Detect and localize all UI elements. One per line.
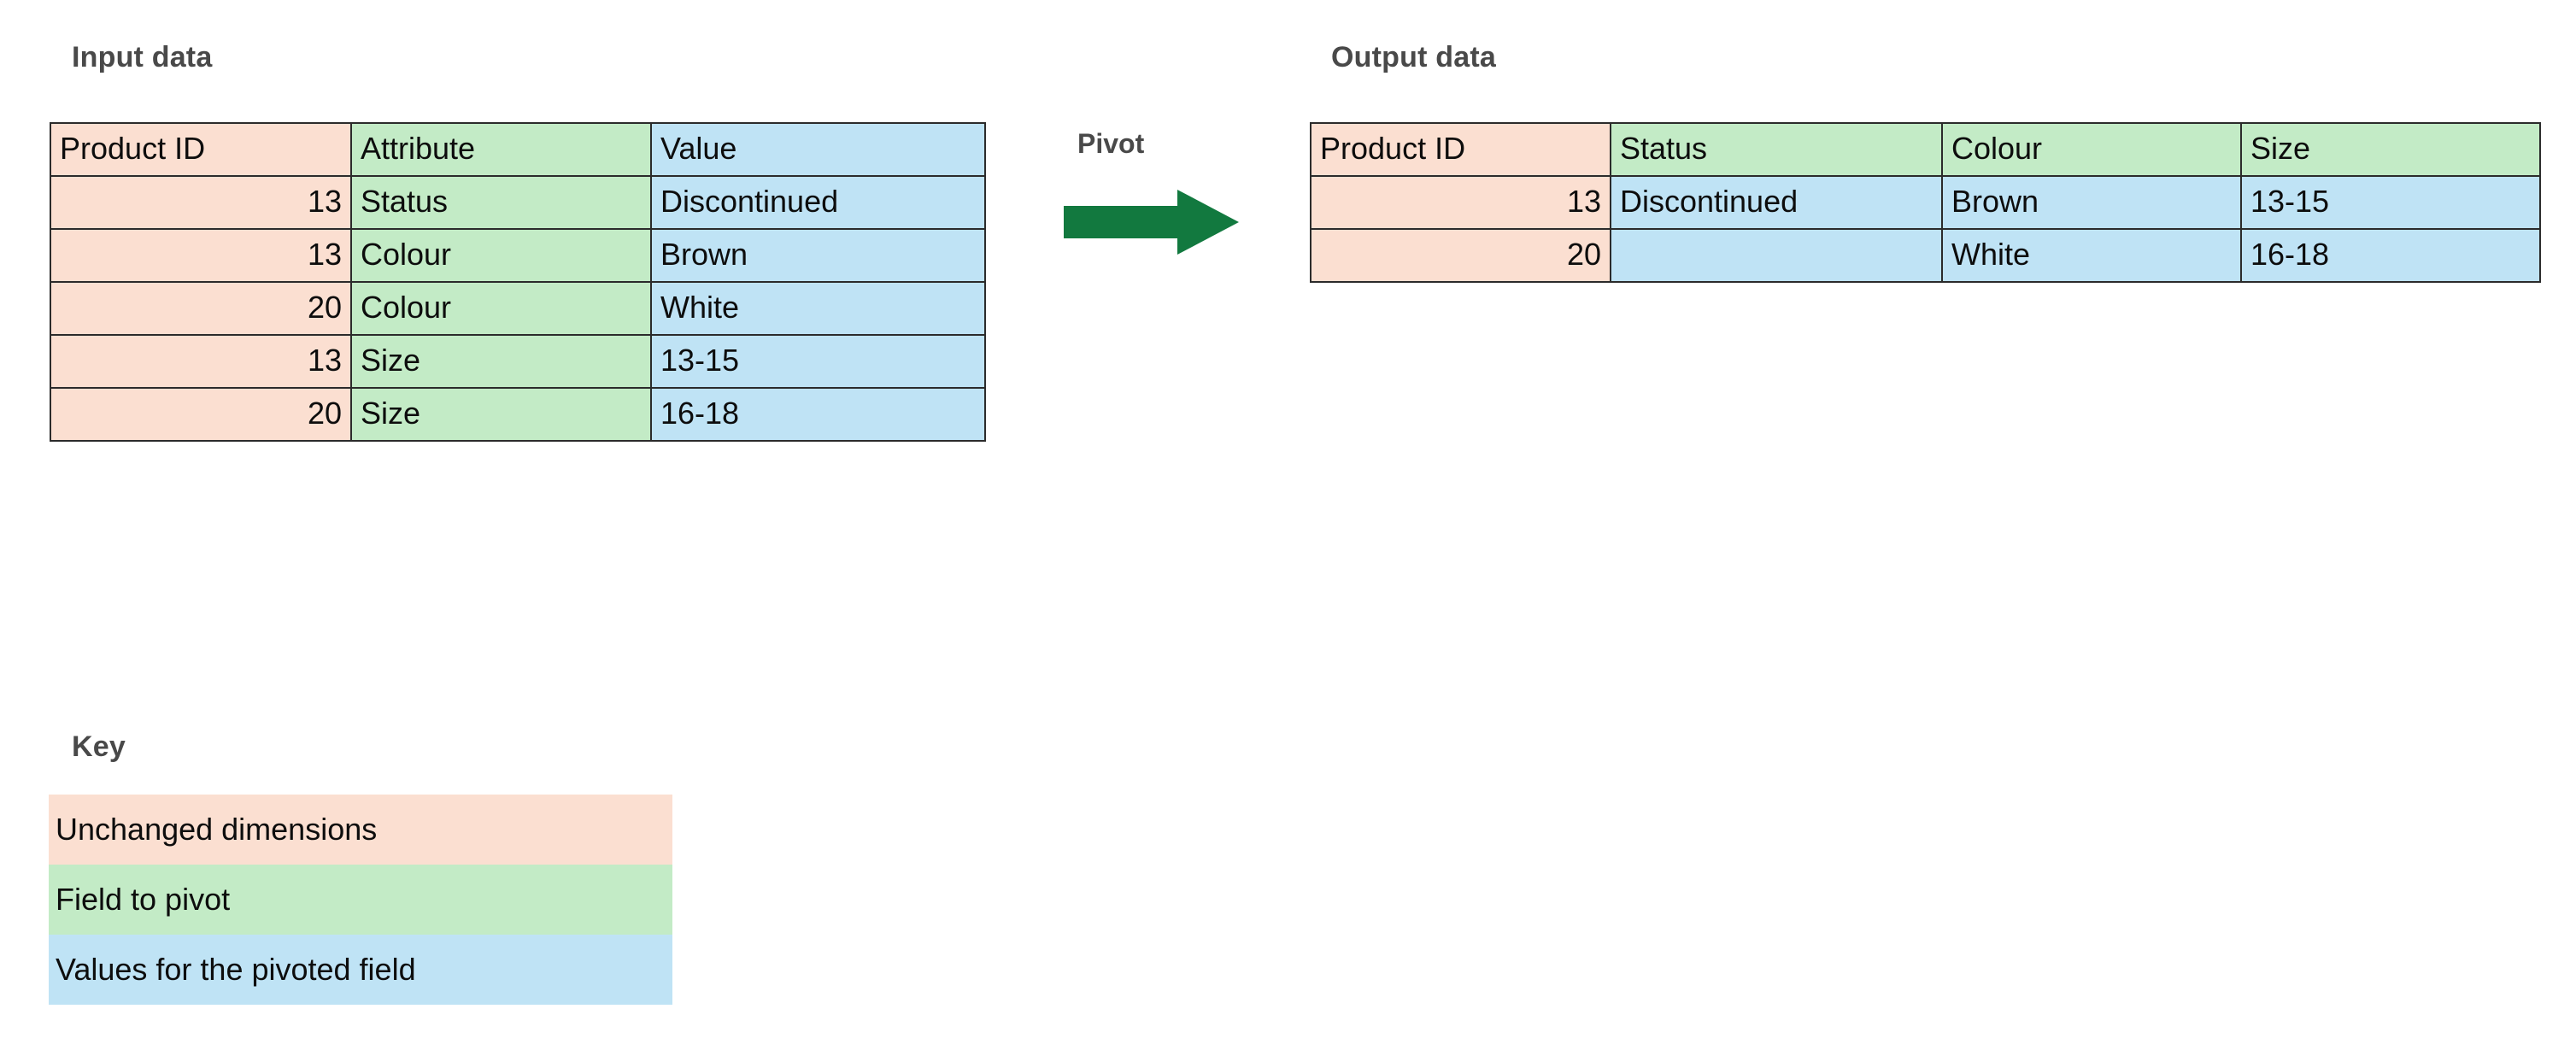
key-item-field-to-pivot: Field to pivot [49,865,672,935]
input-data-table[interactable]: Product ID Attribute Value 13 Status Dis… [50,122,986,442]
input-cell-value: 13-15 [650,334,986,389]
output-header-product-id: Product ID [1310,122,1611,177]
input-cell-attribute: Colour [350,281,652,336]
output-section-title: Output data [1331,41,1496,73]
output-cell-product-id: 20 [1310,228,1611,283]
table-row[interactable]: 13 Size 13-15 [50,334,986,389]
input-cell-product-id: 20 [50,281,352,336]
input-cell-product-id: 13 [50,334,352,389]
pivot-transform-group: Pivot [1064,128,1286,265]
table-row[interactable]: 13 Status Discontinued [50,175,986,230]
key-legend: Unchanged dimensions Field to pivot Valu… [49,795,672,1005]
table-row[interactable]: 13 Colour Brown [50,228,986,283]
input-cell-product-id: 13 [50,228,352,283]
input-cell-attribute: Size [350,387,652,442]
key-item-label: Field to pivot [56,882,231,917]
output-header-status: Status [1610,122,1943,177]
key-item-unchanged-dimensions: Unchanged dimensions [49,795,672,865]
output-cell-colour: White [1941,228,2242,283]
input-header-attribute: Attribute [350,122,652,177]
key-item-label: Values for the pivoted field [56,952,416,987]
input-header-product-id: Product ID [50,122,352,177]
input-cell-product-id: 20 [50,387,352,442]
input-cell-value: Brown [650,228,986,283]
table-row[interactable]: 13 Discontinued Brown 13-15 [1310,175,2541,230]
table-row[interactable]: 20 Colour White [50,281,986,336]
output-cell-product-id: 13 [1310,175,1611,230]
input-cell-attribute: Status [350,175,652,230]
input-cell-value: White [650,281,986,336]
input-cell-attribute: Colour [350,228,652,283]
output-header-size: Size [2240,122,2541,177]
table-header-row: Product ID Status Colour Size [1310,122,2541,177]
table-row[interactable]: 20 White 16-18 [1310,228,2541,283]
output-cell-size: 13-15 [2240,175,2541,230]
table-row[interactable]: 20 Size 16-18 [50,387,986,442]
input-section-title: Input data [72,41,213,73]
key-item-label: Unchanged dimensions [56,812,378,847]
output-header-colour: Colour [1941,122,2242,177]
key-title: Key [72,730,126,763]
input-cell-product-id: 13 [50,175,352,230]
table-header-row: Product ID Attribute Value [50,122,986,177]
output-cell-colour: Brown [1941,175,2242,230]
output-cell-size: 16-18 [2240,228,2541,283]
input-header-value: Value [650,122,986,177]
output-cell-status: Discontinued [1610,175,1943,230]
output-cell-status [1610,228,1943,283]
input-cell-value: 16-18 [650,387,986,442]
input-cell-attribute: Size [350,334,652,389]
pivot-label: Pivot [1077,128,1145,159]
key-item-pivoted-values: Values for the pivoted field [49,935,672,1005]
input-cell-value: Discontinued [650,175,986,230]
output-data-table[interactable]: Product ID Status Colour Size 13 Discont… [1310,122,2541,283]
right-arrow-icon [1064,190,1239,255]
